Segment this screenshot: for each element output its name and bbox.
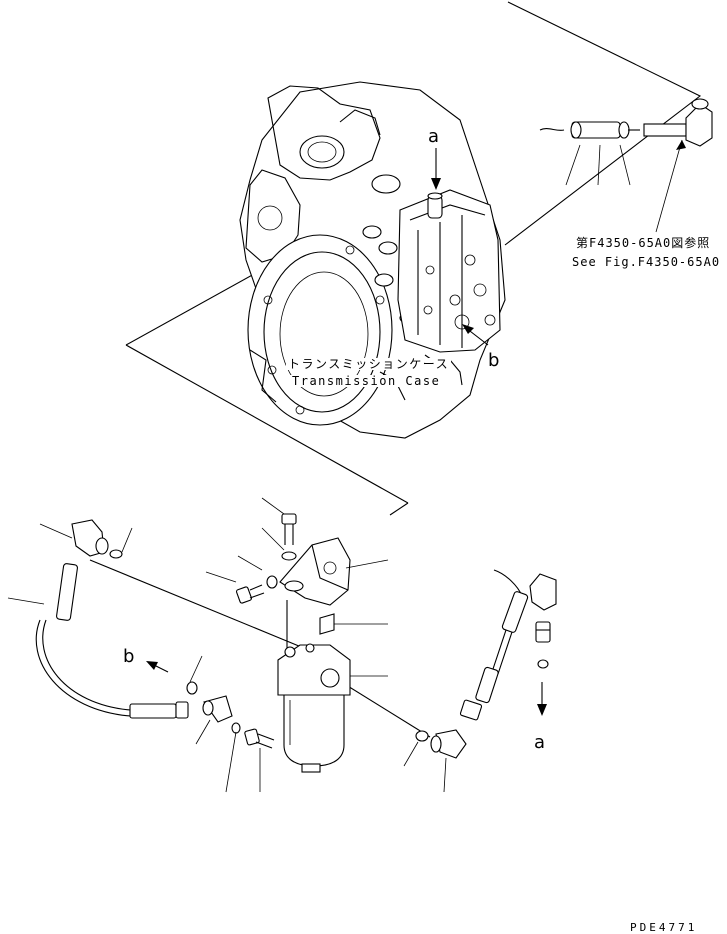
callout-a-bottom: a — [534, 732, 546, 753]
callout-a-top: a — [428, 126, 440, 147]
figure-reference-english: See Fig.F4350-65A0 — [572, 255, 721, 269]
callout-b-right: b — [488, 350, 500, 371]
drawing-code: PDE4771 — [630, 921, 698, 934]
case-label-japanese: トランスミッションケース — [286, 357, 452, 371]
filter-assembly-drawing — [7, 497, 557, 793]
pipe-detail-drawing — [539, 98, 713, 233]
callout-arrows — [146, 148, 547, 716]
case-label-english: Transmission Case — [290, 374, 443, 388]
callout-b-left: b — [123, 646, 135, 667]
figure-reference-japanese: 第F4350-65A0図参照 — [576, 236, 711, 250]
